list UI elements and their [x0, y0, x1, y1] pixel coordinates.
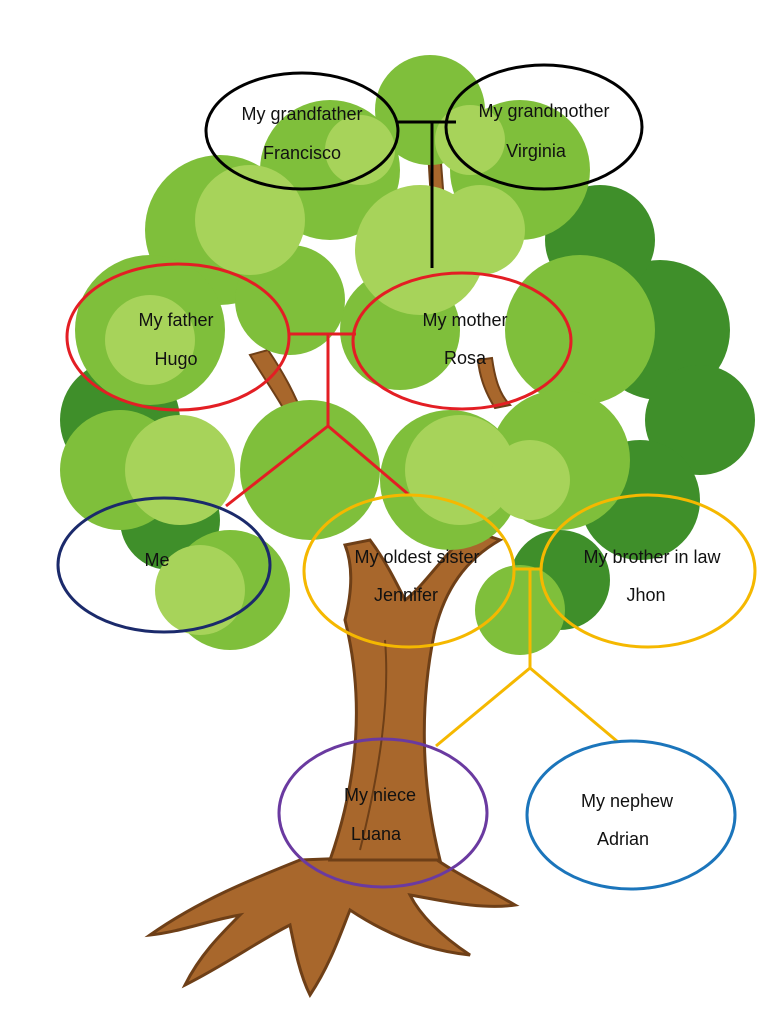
- node-niece: My niece Luana: [277, 737, 489, 889]
- node-brother-in-law: My brother in law Jhon: [539, 493, 757, 649]
- node-grandmother: My grandmother Virginia: [444, 63, 644, 191]
- tree-trunk: [327, 528, 504, 862]
- brother-in-law-title: My brother in law: [583, 547, 721, 567]
- tree-illustration: [60, 55, 755, 998]
- node-grandfather: My grandfather Francisco: [204, 71, 400, 191]
- niece-name: Luana: [351, 824, 402, 844]
- node-sister: My oldest sister Jennifer: [302, 493, 516, 649]
- father-name: Hugo: [154, 349, 197, 369]
- tree-branch-right: [476, 356, 513, 410]
- sister-title: My oldest sister: [354, 547, 479, 567]
- grandfather-name: Francisco: [263, 143, 341, 163]
- tree-roots: [144, 853, 520, 998]
- nephew-title: My nephew: [581, 791, 674, 811]
- connector-to-me: [225, 424, 329, 508]
- connector-to-niece: [435, 666, 531, 748]
- nephew-name: Adrian: [597, 829, 649, 849]
- mother-name: Rosa: [444, 348, 487, 368]
- niece-title: My niece: [344, 785, 416, 805]
- node-nephew: My nephew Adrian: [525, 739, 737, 891]
- node-mother: My mother Rosa: [351, 271, 573, 411]
- brother-in-law-name: Jhon: [626, 585, 665, 605]
- grandfather-title: My grandfather: [241, 104, 362, 124]
- node-father: My father Hugo: [65, 262, 291, 412]
- me-title: Me: [144, 550, 169, 570]
- node-me: Me: [56, 496, 272, 634]
- grandmother-name: Virginia: [506, 141, 567, 161]
- connector-to-nephew: [529, 666, 619, 744]
- connector-to-sister: [327, 424, 409, 496]
- mother-title: My mother: [422, 310, 507, 330]
- father-title: My father: [138, 310, 213, 330]
- sister-name: Jennifer: [374, 585, 438, 605]
- grandmother-title: My grandmother: [478, 101, 609, 121]
